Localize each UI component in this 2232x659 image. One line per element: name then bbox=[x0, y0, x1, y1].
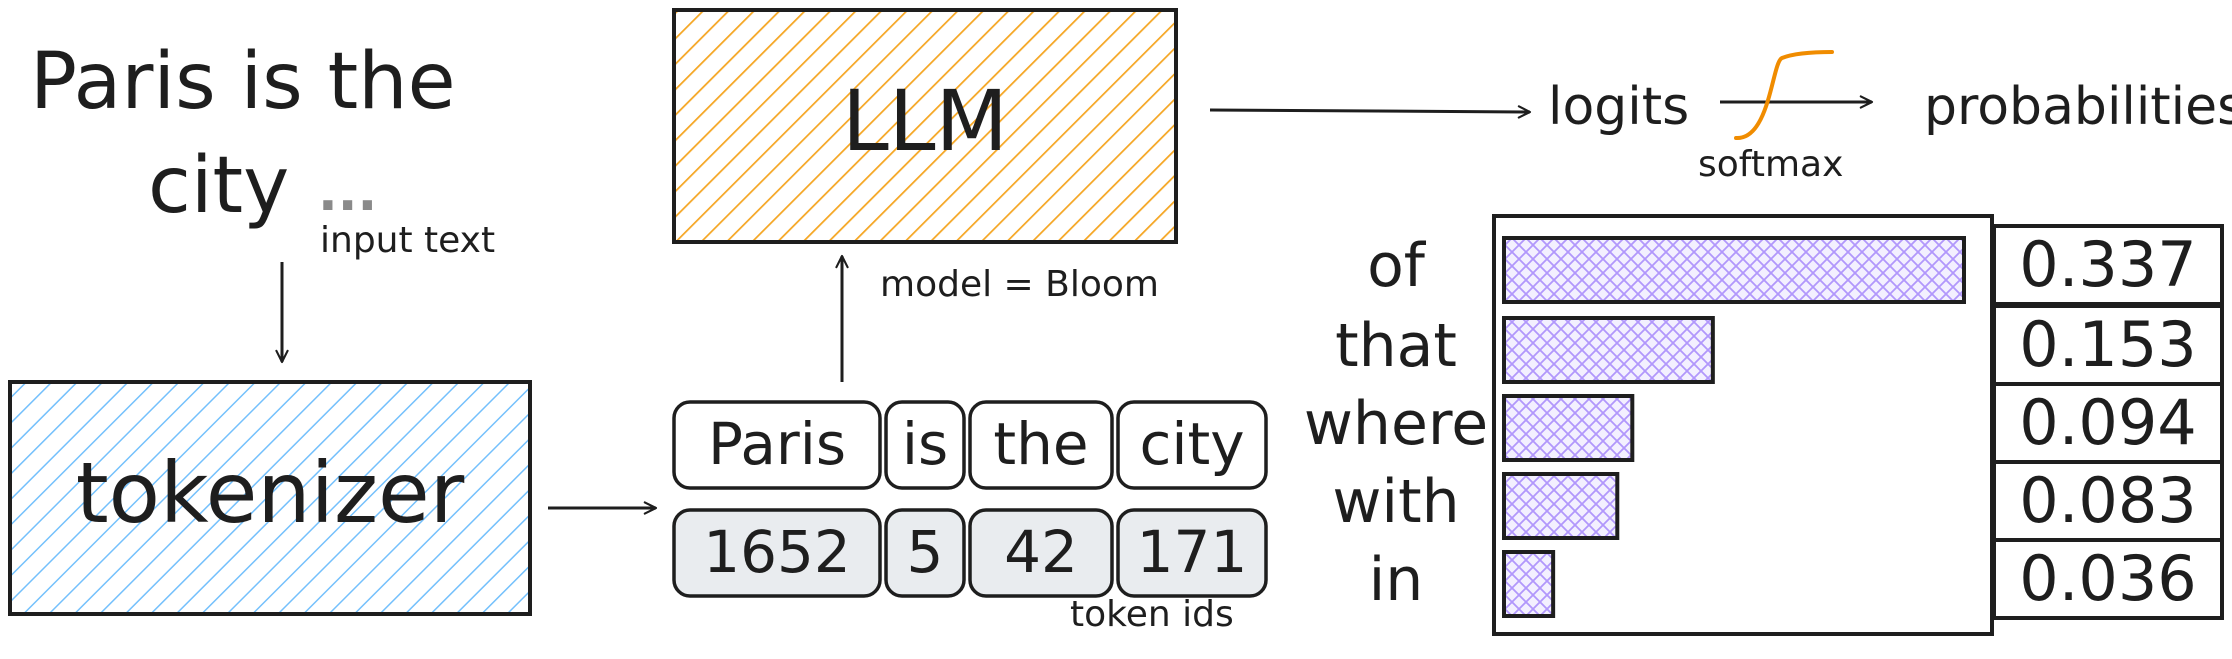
bar-where bbox=[1502, 394, 1635, 462]
token-box-3 bbox=[1116, 400, 1268, 490]
category-label-where: where bbox=[1304, 389, 1488, 459]
probability-chart: of that where with in 0.3370.1530.0940.0830.… bbox=[1304, 214, 2224, 636]
input-text-line2: city bbox=[148, 141, 289, 231]
token-text-3: city bbox=[1139, 410, 1244, 478]
probabilities-label: probabilities bbox=[1924, 77, 2232, 137]
token-id-box-1 bbox=[884, 508, 966, 598]
input-text-line1: Paris is the bbox=[30, 37, 456, 127]
llm-box bbox=[672, 8, 1178, 244]
token-box-1 bbox=[884, 400, 966, 490]
token-id-1: 5 bbox=[907, 518, 944, 586]
tokens-group: Paris 1652 is 5 the 42 city 171 bbox=[672, 400, 1268, 598]
token-id-box-2 bbox=[968, 508, 1114, 598]
softmax-label: softmax bbox=[1698, 144, 1843, 185]
softmax-curve-icon bbox=[1734, 50, 1834, 141]
bar-with bbox=[1502, 472, 1620, 540]
input-text-caption: input text bbox=[320, 220, 495, 261]
logits-label: logits bbox=[1548, 77, 1689, 137]
value-box-in bbox=[1992, 538, 2224, 620]
token-id-box-0 bbox=[672, 508, 882, 598]
value-label-in: 0.036 bbox=[2019, 542, 2197, 615]
category-label-with: with bbox=[1332, 467, 1459, 537]
category-label-that: that bbox=[1335, 311, 1457, 381]
token-id-2: 42 bbox=[1004, 518, 1078, 586]
tokenizer-box bbox=[8, 380, 532, 616]
token-ids-caption: token ids bbox=[1070, 594, 1234, 635]
value-label-where: 0.094 bbox=[2019, 386, 2197, 459]
input-ellipsis: ... bbox=[318, 163, 377, 223]
token-text-0: Paris bbox=[708, 410, 846, 478]
bar-that bbox=[1502, 316, 1715, 384]
bar-of bbox=[1502, 236, 1966, 304]
arrow-llm-to-logits bbox=[1209, 105, 1532, 119]
category-label-of: of bbox=[1367, 231, 1427, 301]
value-label-of: 0.337 bbox=[2019, 228, 2197, 301]
llm-caption: model = Bloom bbox=[880, 264, 1159, 305]
token-id-box-3 bbox=[1116, 508, 1268, 598]
bar-in bbox=[1502, 550, 1556, 618]
token-box-0 bbox=[672, 400, 882, 490]
token-id-0: 1652 bbox=[703, 518, 851, 586]
token-text-1: is bbox=[902, 410, 948, 478]
value-label-that: 0.153 bbox=[2019, 308, 2197, 381]
llm-label: LLM bbox=[842, 72, 1008, 170]
tokenizer-label: tokenizer bbox=[76, 444, 465, 542]
value-label-with: 0.083 bbox=[2019, 464, 2197, 537]
token-box-2 bbox=[968, 400, 1114, 490]
token-text-2: the bbox=[993, 410, 1088, 478]
category-label-in: in bbox=[1369, 545, 1424, 615]
token-id-3: 171 bbox=[1137, 518, 1248, 586]
